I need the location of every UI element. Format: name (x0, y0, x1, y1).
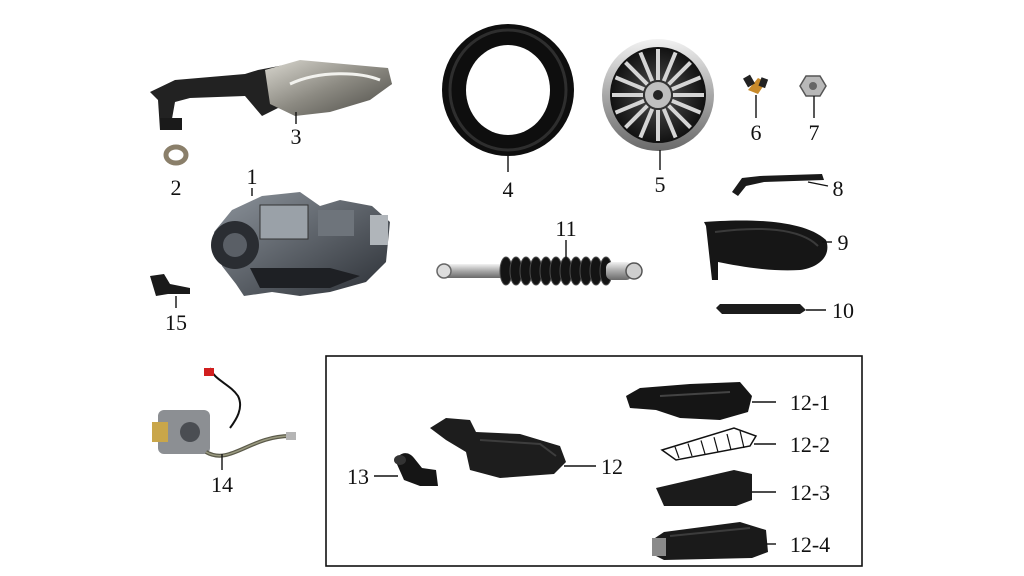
wheel-spoke (671, 75, 702, 92)
engine-image (211, 192, 390, 296)
carburetor-image (152, 367, 296, 458)
part-label-12-4: 12-4 (790, 532, 830, 557)
shock-absorber-image (436, 256, 643, 286)
wheel-spoke (614, 75, 645, 92)
part-label-11: 11 (555, 216, 576, 241)
rear-fender-image (704, 220, 828, 280)
gasket-ring-image (163, 144, 189, 166)
part-label-12: 12 (601, 454, 623, 479)
part-label-1: 1 (247, 164, 258, 189)
grid-line (687, 443, 693, 457)
part-label-12-2: 12-2 (790, 432, 830, 457)
axle-nut-image (799, 75, 827, 97)
wheel-spoke (667, 61, 692, 86)
filter-grid-image (660, 427, 758, 461)
air-filter-inset-frame (325, 355, 863, 567)
filter-panel-image (656, 470, 752, 506)
part-label-8: 8 (833, 176, 844, 201)
wheel-spokes (612, 49, 704, 141)
grid-line (700, 440, 706, 455)
part-label-4: 4 (503, 177, 514, 202)
wheel-spoke (667, 104, 692, 129)
flat-bracket-image (716, 304, 806, 314)
part-label-14: 14 (211, 472, 233, 497)
filter-cover-top-image (626, 382, 752, 420)
intake-elbow-image (394, 453, 438, 486)
grid-line (674, 446, 680, 459)
shock-spring (499, 256, 613, 286)
wheel-spoke (624, 61, 649, 86)
small-bracket-image (150, 274, 190, 296)
grid-line (739, 430, 745, 449)
grid-line (726, 433, 732, 451)
leader-8 (807, 181, 829, 187)
tire-valve-image (743, 74, 769, 94)
wheel-spoke (638, 108, 655, 139)
part-label-5: 5 (655, 172, 666, 197)
exhaust-muffler-image (150, 60, 392, 130)
wheel-spoke (661, 108, 678, 139)
tire-image (442, 24, 574, 156)
part-label-15: 15 (165, 310, 187, 335)
grid-line (713, 437, 719, 453)
wheel-spoke (661, 51, 678, 82)
wheel-spoke (624, 104, 649, 129)
part-label-10: 10 (832, 298, 854, 323)
wheel-spoke (671, 98, 702, 115)
part-label-6: 6 (751, 120, 762, 145)
wheel-spoke (638, 51, 655, 82)
wheel-rim-image (602, 39, 714, 151)
part-label-9: 9 (838, 230, 849, 255)
part-label-7: 7 (809, 120, 820, 145)
bracket-image (732, 174, 824, 196)
wheel-spoke (614, 98, 645, 115)
filter-cover-bottom-image (652, 522, 768, 560)
air-filter-housing-image (430, 418, 566, 478)
filter-grid-lines (674, 430, 745, 459)
part-label-13: 13 (347, 464, 369, 489)
part-label-3: 3 (291, 124, 302, 149)
part-label-12-1: 12-1 (790, 390, 830, 415)
part-label-2: 2 (171, 175, 182, 200)
part-label-12-3: 12-3 (790, 480, 830, 505)
